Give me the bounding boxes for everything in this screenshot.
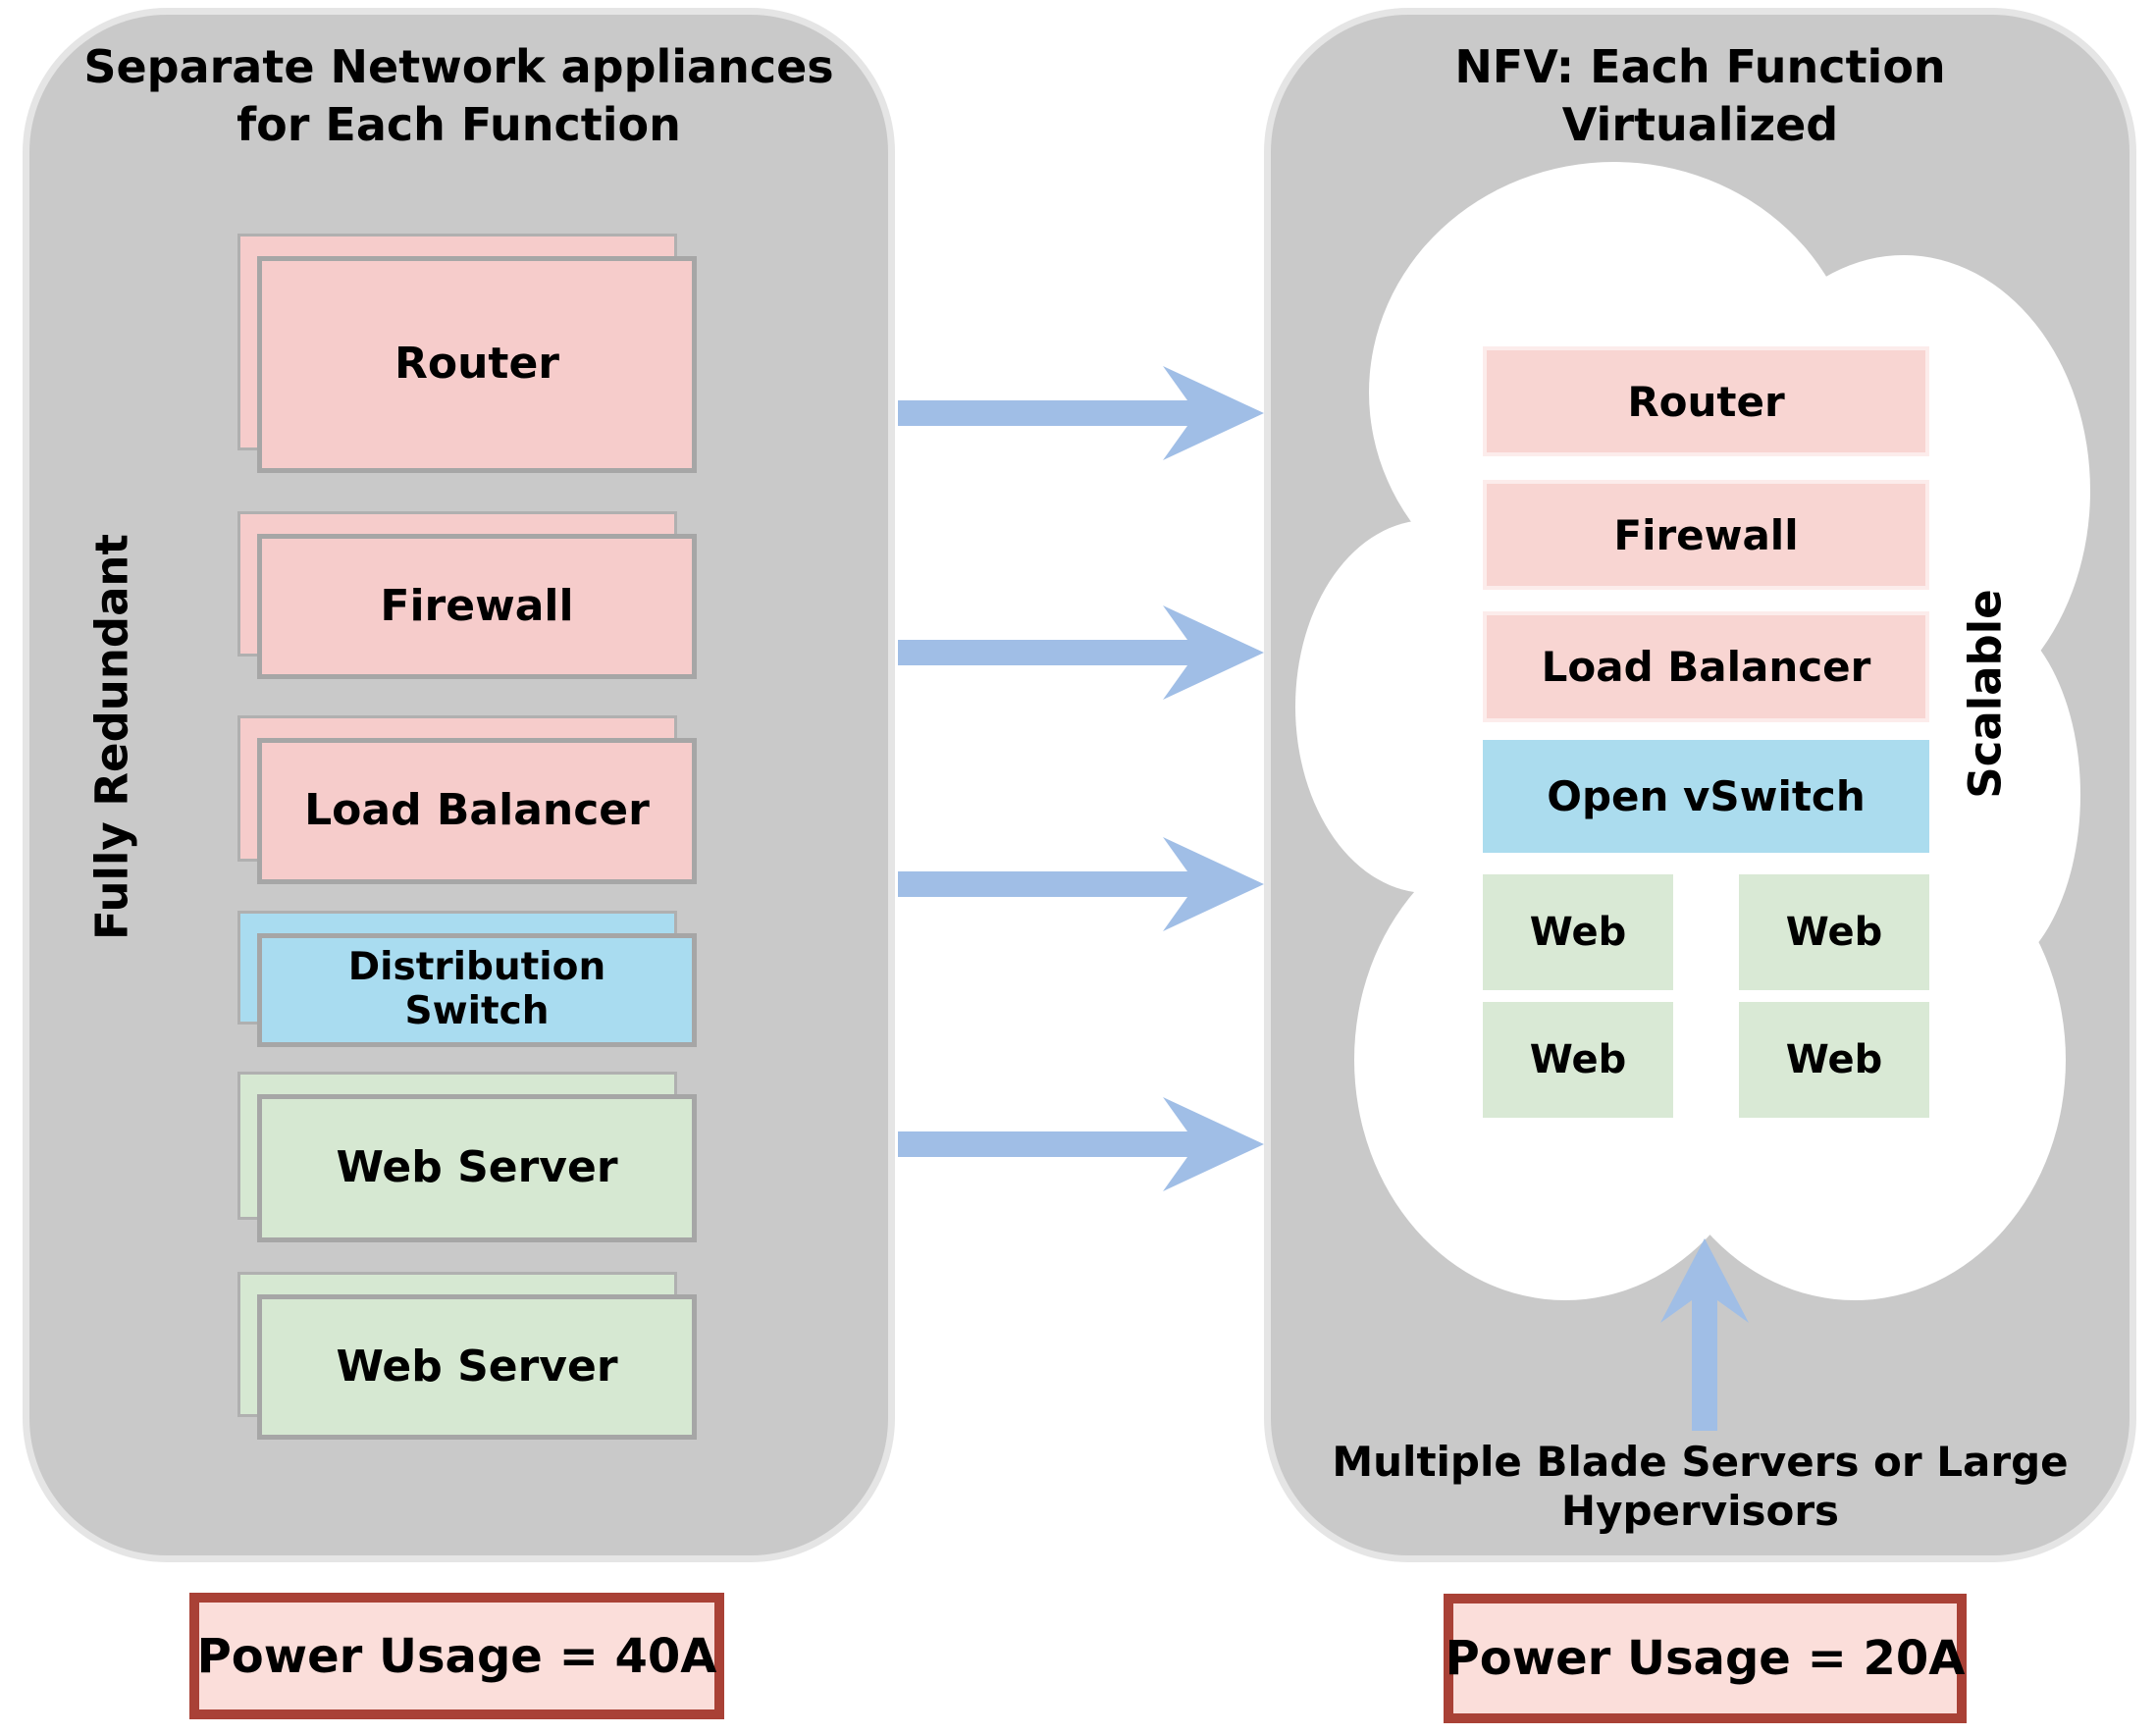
power-usage-left-box: Power Usage = 40A [189,1593,724,1719]
web-server-2-box: Web Server [257,1294,697,1440]
web-vm-2-label: Web [1785,910,1883,955]
flow-arrow-icon-2 [898,605,1264,700]
blade-servers-label: Multiple Blade Servers or Large Hypervis… [1332,1438,2069,1535]
scalable-label: Scalable [1959,589,2012,799]
web-vm-box-1: Web [1483,874,1673,990]
firewall-box: Firewall [257,534,697,679]
right-panel-title: NFV: Each Function Virtualized [1454,40,1946,151]
router-box: Router [257,256,697,473]
load-balancer-label: Load Balancer [304,785,650,836]
web-vm-box-4: Web [1739,1002,1929,1118]
virtual-load-balancer-label: Load Balancer [1541,643,1871,691]
power-usage-right-box: Power Usage = 20A [1444,1594,1967,1723]
fully-redundant-label: Fully Redundant [85,534,138,940]
virtual-firewall-box: Firewall [1483,480,1929,590]
power-usage-right-label: Power Usage = 20A [1445,1631,1966,1686]
virtual-load-balancer-box: Load Balancer [1483,611,1929,722]
power-usage-left-label: Power Usage = 40A [196,1628,717,1684]
web-vm-3-label: Web [1529,1037,1627,1082]
load-balancer-box: Load Balancer [257,738,697,884]
flow-arrow-icon-1 [898,366,1264,460]
web-server-1-label: Web Server [336,1142,618,1193]
open-vswitch-label: Open vSwitch [1547,772,1866,820]
separate-appliances-panel: Separate Network appliances for Each Fun… [29,15,888,1555]
virtual-router-box: Router [1483,346,1929,456]
open-vswitch-box: Open vSwitch [1483,740,1929,853]
web-vm-1-label: Web [1529,910,1627,955]
web-server-2-label: Web Server [336,1341,618,1392]
web-vm-box-3: Web [1483,1002,1673,1118]
web-vm-4-label: Web [1785,1037,1883,1082]
flow-arrow-icon-4 [898,1097,1264,1191]
nfv-panel: NFV: Each Function Virtualized Scalable … [1271,15,2130,1555]
virtual-router-label: Router [1627,377,1785,426]
distribution-switch-label: Distribution Switch [347,945,606,1033]
up-arrow-icon [1660,1238,1749,1431]
virtual-firewall-label: Firewall [1613,510,1799,559]
router-label: Router [394,339,559,390]
left-panel-title: Separate Network appliances for Each Fun… [83,40,834,151]
flow-arrow-icon-3 [898,837,1264,931]
firewall-label: Firewall [380,580,574,631]
web-server-1-box: Web Server [257,1094,697,1242]
distribution-switch-box: Distribution Switch [257,933,697,1047]
web-vm-box-2: Web [1739,874,1929,990]
